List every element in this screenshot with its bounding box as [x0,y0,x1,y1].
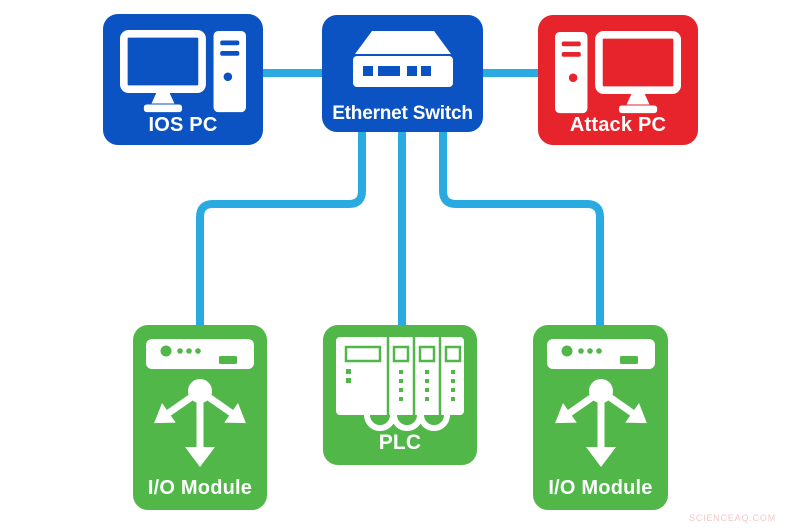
link-switch-io-left [196,126,366,330]
io-device-bar-icon [146,339,254,374]
link-switch-io-right [439,126,604,330]
node-io-module-left: I/O Module [133,325,267,510]
node-plc: PLC [323,325,477,465]
node-io-module-right: I/O Module [533,325,668,510]
node-label: Ethernet Switch [332,103,473,124]
plc-rack-icon [334,335,466,440]
watermark: SCIENCEAQ.COM [689,513,776,523]
desktop-pc-icon [119,28,246,121]
node-attack-pc: Attack PC [538,15,698,145]
node-ethernet-switch: Ethernet Switch [322,15,483,132]
desktop-pc-icon [555,29,681,122]
branching-arrows-icon [546,377,656,482]
node-label: IOS PC [148,114,218,136]
branching-arrows-icon [145,377,255,482]
node-label: Attack PC [569,114,667,136]
node-label: I/O Module [147,477,253,499]
node-label: PLC [378,431,422,454]
node-label: I/O Module [548,477,653,499]
ethernet-switch-icon [351,29,455,94]
node-ios-pc: IOS PC [103,14,263,145]
io-device-bar-icon [546,339,655,374]
